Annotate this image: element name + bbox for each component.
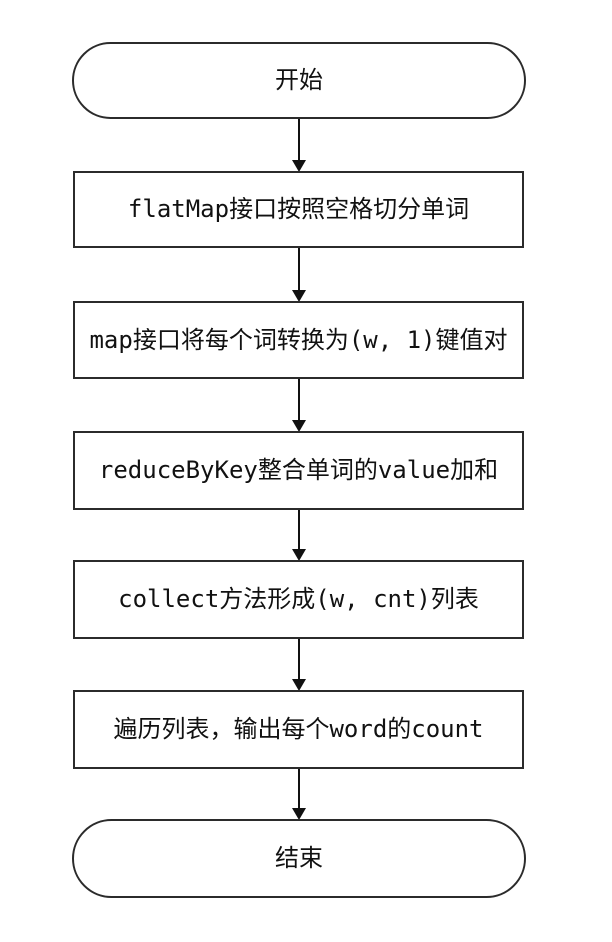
flow-node-flatmap-label: flatMap接口按照空格切分单词	[127, 195, 470, 224]
flow-node-collect-process: collect方法形成(w, cnt)列表	[73, 560, 524, 639]
flow-node-reducebykey-process: reduceByKey整合单词的value加和	[73, 431, 524, 510]
arrow-flatmap-to-map	[292, 248, 306, 302]
flow-node-start-label: 开始	[275, 66, 323, 95]
flow-node-traverse-process: 遍历列表，输出每个word的count	[73, 690, 524, 769]
flow-node-collect-label: collect方法形成(w, cnt)列表	[118, 585, 479, 614]
flow-node-map-label: map接口将每个词转换为(w, 1)键值对	[89, 325, 508, 354]
arrow-collect-to-traverse	[292, 639, 306, 691]
flow-node-traverse-label: 遍历列表，输出每个word的count	[113, 715, 484, 744]
flow-node-end-label: 结束	[275, 844, 323, 873]
arrow-reducebykey-to-collect	[292, 510, 306, 561]
flow-node-start-terminal: 开始	[72, 42, 526, 119]
arrow-start-to-flatmap	[292, 119, 306, 172]
flow-node-end-terminal: 结束	[72, 819, 526, 898]
flow-node-flatmap-process: flatMap接口按照空格切分单词	[73, 171, 524, 248]
flow-node-reducebykey-label: reduceByKey整合单词的value加和	[98, 456, 499, 485]
arrow-map-to-reducebykey	[292, 379, 306, 432]
arrow-traverse-to-end	[292, 769, 306, 820]
flow-node-map-process: map接口将每个词转换为(w, 1)键值对	[73, 301, 524, 379]
